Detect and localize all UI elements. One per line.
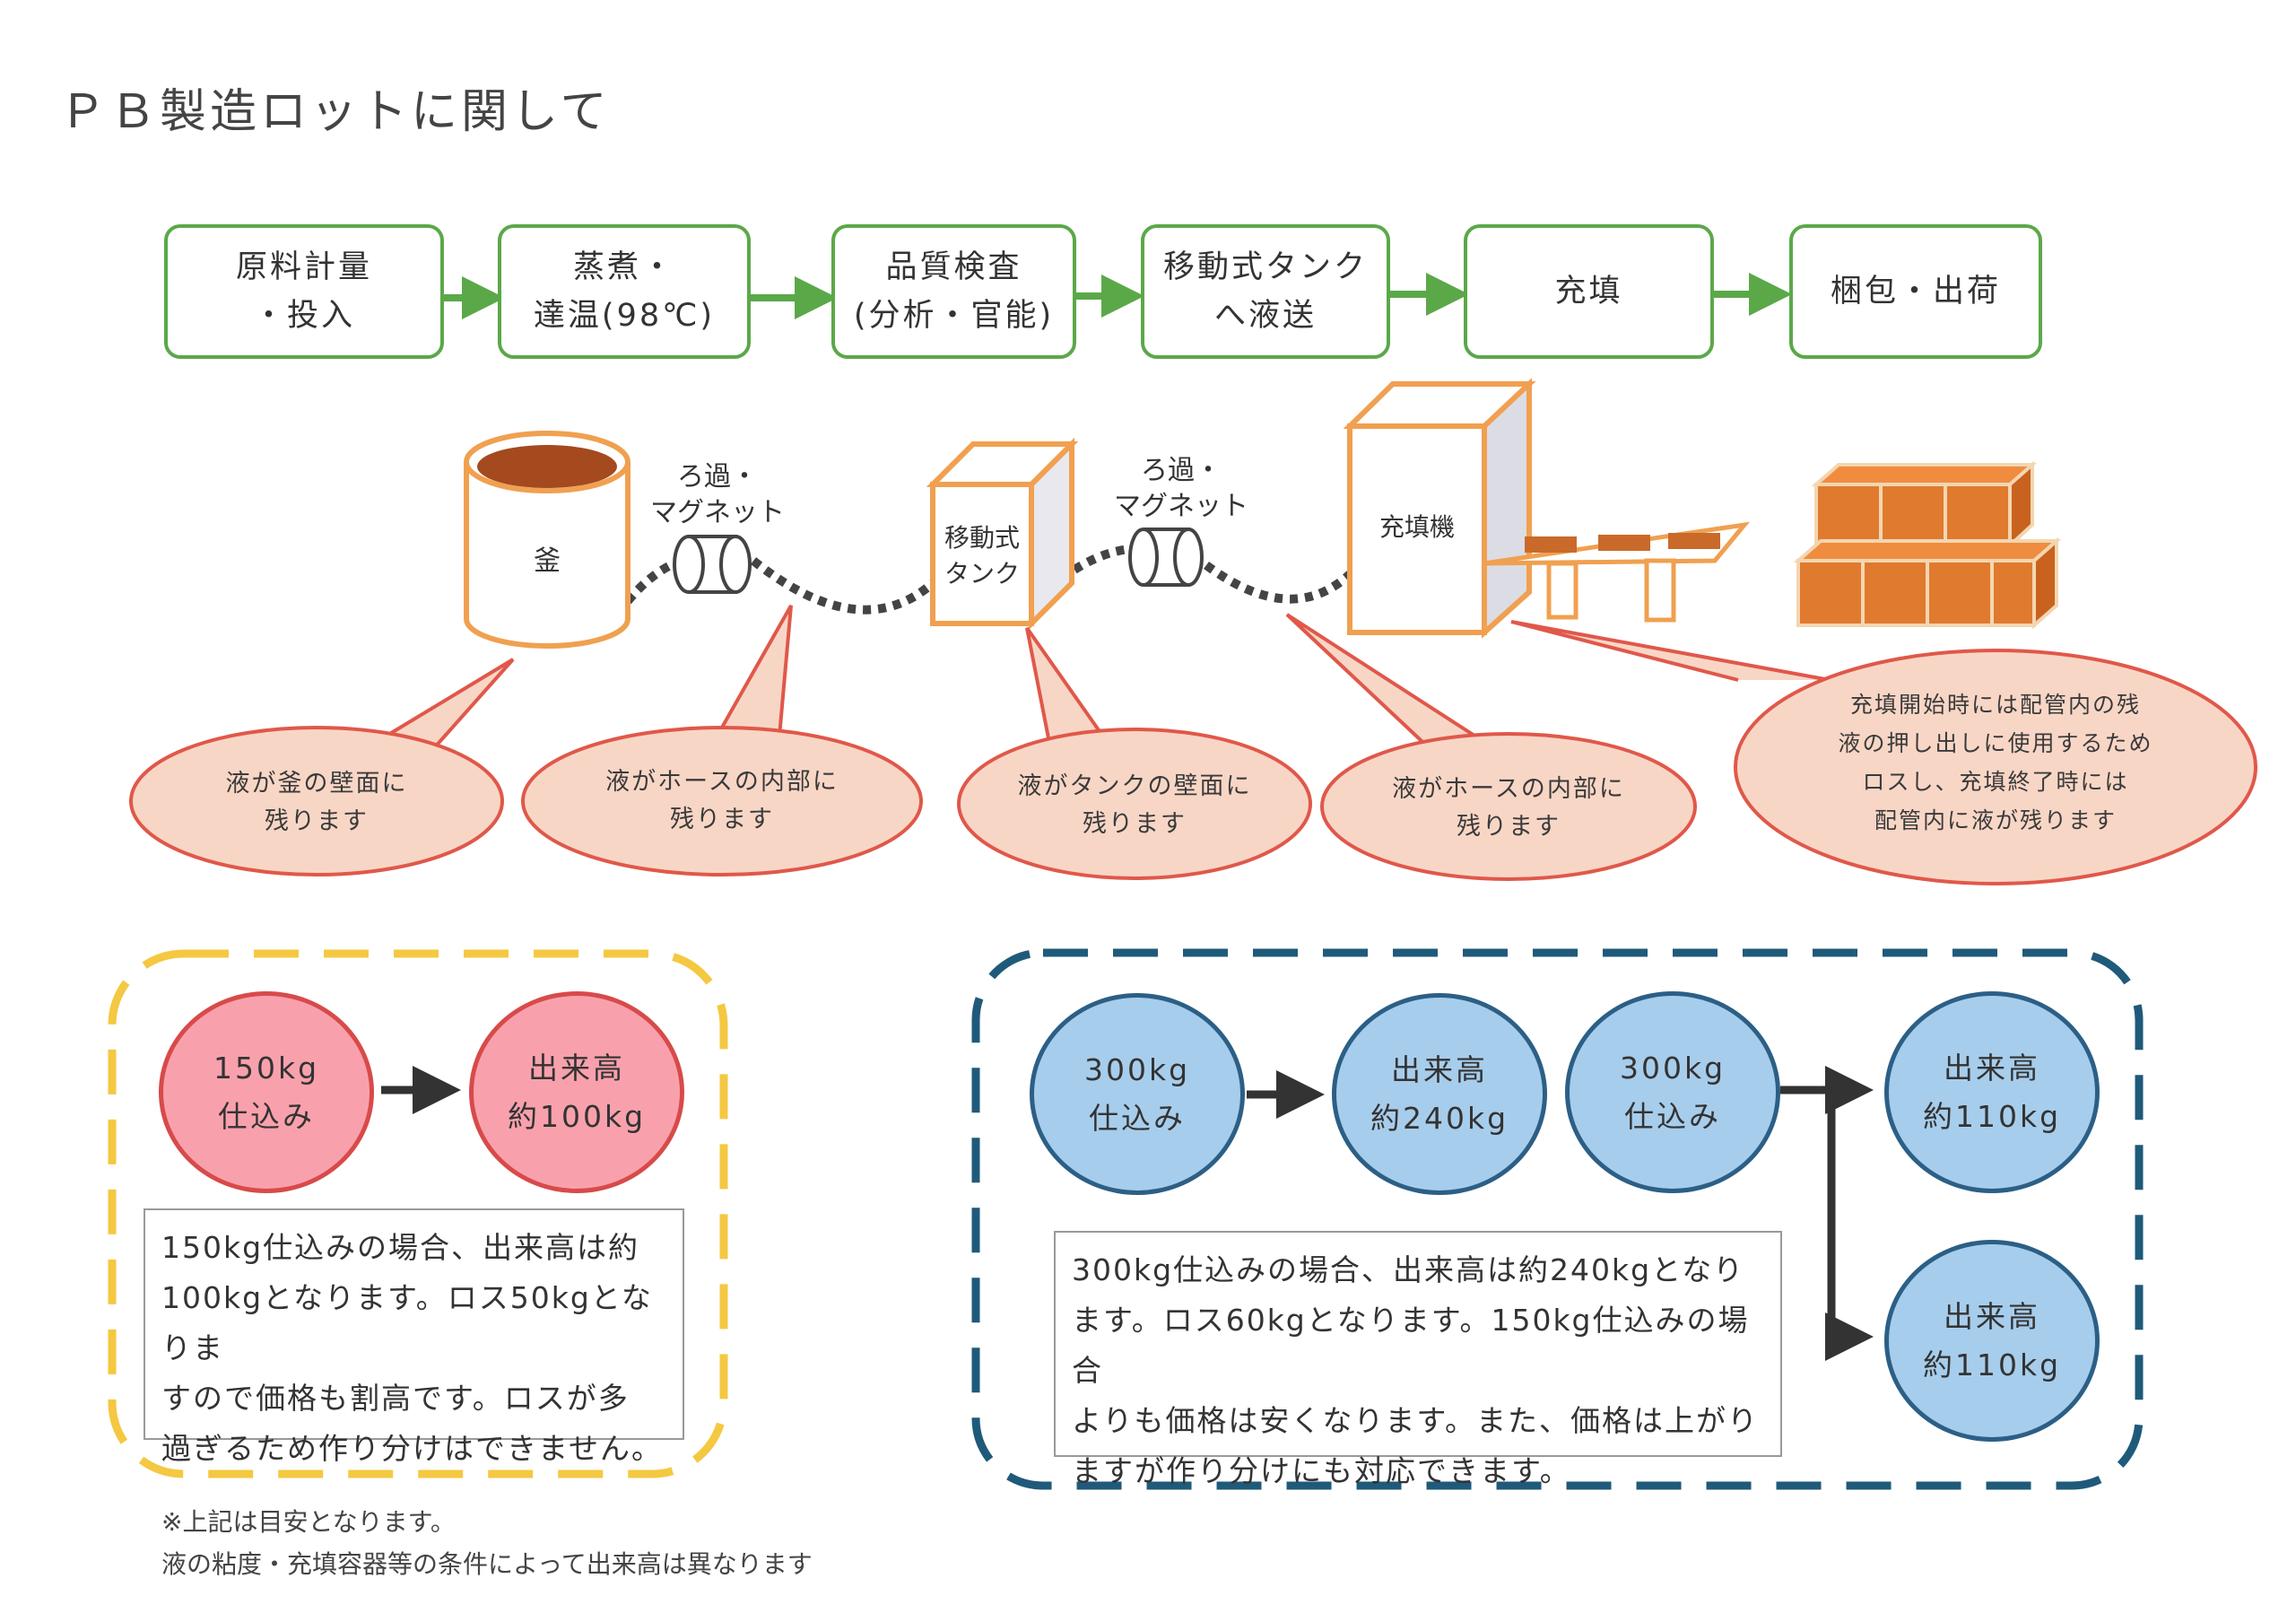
step-label-line2: ・投入 — [252, 298, 355, 334]
footnote-estimate: ※上記は目安となります。 — [161, 1507, 456, 1537]
hose-1b — [750, 557, 936, 615]
step-label-line2: (分析・官能) — [853, 298, 1055, 334]
process-step-packing: 梱包・出荷 — [1789, 224, 2042, 359]
page-title: ＰＢ製造ロットに関して — [59, 85, 611, 139]
filling-machine-icon — [1343, 378, 1751, 639]
process-arrows — [443, 273, 1792, 319]
bubble-tail-4 — [1285, 613, 1504, 755]
circle-300kg-input-b: 300kg 仕込み — [1565, 991, 1780, 1193]
bubble-filler-piping: 充填開始時には配管内の残 液の押し出しに使用するため ロスし、充填終了時には 配… — [1838, 692, 2153, 833]
step-label-line1: 梱包・出荷 — [1830, 274, 2001, 310]
bubble-tail-1 — [360, 658, 515, 753]
cardboard-boxes-icon — [1793, 460, 2062, 630]
filter-magnet-icon-1 — [673, 535, 752, 594]
process-step-filling: 充填 — [1464, 224, 1714, 359]
right-panel-frame — [971, 948, 2144, 1490]
mobile-tank-icon — [926, 437, 1079, 631]
step-label-line2: 達温(98℃) — [533, 298, 716, 334]
process-step-weighing: 原料計量 ・投入 — [164, 224, 444, 359]
bubble-tail-5 — [1510, 620, 1831, 682]
left-panel-note: 150kg仕込みの場合、出来高は約 100kgとなります。ロス50kgとなりま … — [144, 1208, 684, 1466]
filter-magnet-icon-2 — [1128, 528, 1204, 587]
bubble-tail-3 — [1025, 626, 1116, 754]
hose-2a — [1072, 545, 1131, 574]
process-step-transfer: 移動式タンク へ液送 — [1141, 224, 1390, 359]
step-label-line1: 充填 — [1554, 274, 1623, 310]
kettle-icon — [464, 431, 631, 649]
circle-150kg-input: 150kg 仕込み — [159, 991, 374, 1193]
footnote-conditions: 液の粘度・充填容器等の条件によって出来高は異なります — [161, 1549, 813, 1579]
mobile-tank-label: 移動式 タンク — [944, 523, 1020, 589]
step-label-line1: 原料計量 — [235, 249, 372, 285]
bubble-kettle-wall: 液が釜の壁面に 残ります — [225, 770, 408, 835]
process-step-inspection: 品質検査 (分析・官能) — [831, 224, 1076, 359]
circle-300kg-input-a: 300kg 仕込み — [1030, 993, 1245, 1195]
circle-100kg-output: 出来高 約100kg — [469, 991, 684, 1193]
bubble-tank-wall: 液がタンクの壁面に 残ります — [1017, 772, 1252, 838]
step-label-line1: 品質検査 — [885, 249, 1022, 285]
yield-arrow-right-b2 — [1825, 1090, 1874, 1361]
circle-110kg-output-1: 出来高 約110kg — [1884, 991, 2100, 1193]
right-panel-note: 300kg仕込みの場合、出来高は約240kgとなり ます。ロス60kgとなります… — [1054, 1231, 1782, 1488]
circle-110kg-output-2: 出来高 約110kg — [1884, 1240, 2100, 1442]
filter-label-1: ろ過・ マグネット — [650, 461, 785, 528]
kettle-label: 釜 — [534, 545, 561, 577]
filling-machine-label: 充填機 — [1378, 512, 1455, 542]
bubble-hose-2: 液がホースの内部に 残ります — [1392, 775, 1625, 841]
yield-arrows — [381, 1066, 1874, 1361]
bubble-tail-2 — [709, 605, 793, 747]
process-step-steaming: 蒸煮・ 達温(98℃) — [498, 224, 751, 359]
filter-label-2: ろ過・ マグネット — [1114, 455, 1248, 522]
hoses — [624, 545, 1353, 615]
left-panel-frame — [108, 949, 728, 1478]
bubble-hose-1: 液がホースの内部に 残ります — [605, 768, 839, 833]
step-label-line2: へ液送 — [1213, 298, 1317, 334]
step-label-line1: 蒸煮・ — [572, 249, 675, 285]
hose-1a — [624, 559, 677, 605]
hose-2b — [1204, 561, 1353, 604]
step-label-line1: 移動式タンク — [1162, 249, 1368, 285]
circle-240kg-output: 出来高 約240kg — [1332, 993, 1547, 1195]
